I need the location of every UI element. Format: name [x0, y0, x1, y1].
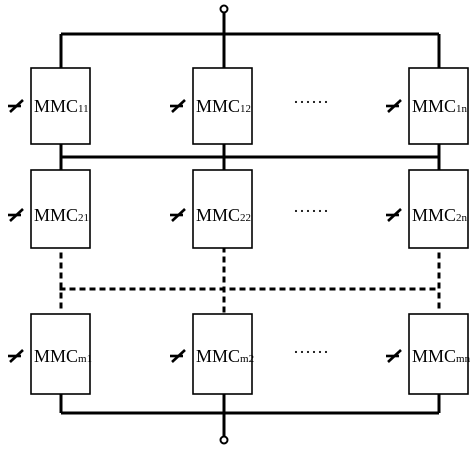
mmc-module: MMC1n [386, 67, 469, 145]
dc-source-icon [170, 208, 186, 222]
svg-text:MMCmn: MMCmn [412, 346, 471, 366]
mmc-module: MMC2n [386, 169, 469, 249]
svg-text:MMCm1: MMCm1 [34, 346, 92, 366]
module-row-1: MMC11 MMC12 ······ MMC1n [8, 67, 469, 145]
column-ellipsis: ······ [293, 342, 329, 362]
mmc-module: MMCm2 [170, 313, 254, 395]
dc-source-icon [8, 208, 24, 222]
svg-text:MMC12: MMC12 [196, 96, 251, 116]
bottom-terminal [219, 435, 229, 445]
dc-source-icon [386, 99, 402, 113]
top-terminal [219, 4, 229, 14]
column-ellipsis: ······ [293, 92, 329, 112]
mmc-module: MMC22 [170, 169, 253, 249]
svg-text:MMC1n: MMC1n [412, 96, 468, 116]
dc-source-icon [386, 208, 402, 222]
mmc-module: MMCm1 [8, 313, 92, 395]
mmc-module: MMC11 [8, 67, 91, 145]
dc-source-icon [8, 349, 24, 363]
mmc-module: MMCmn [386, 313, 471, 395]
dc-source-icon [386, 349, 402, 363]
mmc-module: MMC12 [170, 67, 253, 145]
mmc-module: MMC21 [8, 169, 91, 249]
svg-text:MMC21: MMC21 [34, 205, 89, 225]
svg-text:MMC11: MMC11 [34, 96, 89, 116]
dc-source-icon [8, 99, 24, 113]
dc-source-icon [170, 349, 186, 363]
svg-text:MMCm2: MMCm2 [196, 346, 254, 366]
svg-text:MMC22: MMC22 [196, 205, 251, 225]
svg-text:MMC2n: MMC2n [412, 205, 468, 225]
column-ellipsis: ······ [293, 201, 329, 221]
dc-source-icon [170, 99, 186, 113]
module-row-2: MMC21 MMC22 ······ MMC2n [8, 169, 469, 249]
module-row-m: MMCm1 MMCm2 ······ MMCmn [8, 313, 471, 395]
